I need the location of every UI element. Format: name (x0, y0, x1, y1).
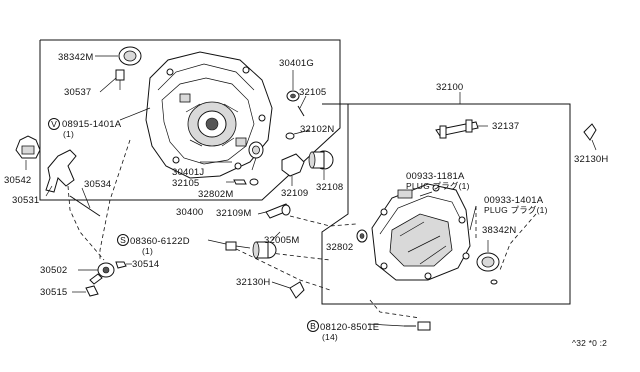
callout-s-icon: S (117, 234, 129, 246)
label-32130h-right: 32130H (574, 154, 608, 165)
label-32100: 32100 (436, 82, 463, 93)
sleeve-32109m (265, 203, 291, 219)
rod-30534 (69, 195, 101, 217)
svg-text:V: V (51, 119, 57, 129)
seal-30401g (286, 90, 300, 102)
label-30401g: 30401G (279, 58, 314, 69)
guide-32137 (435, 119, 479, 139)
pin-32105-top (297, 105, 305, 117)
sleeve-32109 (281, 153, 305, 186)
label-30400: 30400 (176, 207, 203, 218)
callout-v-icon: V (48, 118, 60, 130)
svg-text:S: S (120, 235, 126, 245)
label-30534: 30534 (84, 179, 111, 190)
bolt-30537 (115, 69, 125, 90)
bearing-38342n (476, 252, 500, 272)
label-08360: 08360-6122D (130, 236, 190, 247)
label-30401j: 30401J (172, 167, 204, 178)
label-00933-1401a: 00933-1401A (484, 195, 544, 206)
seal-32802m (248, 141, 264, 159)
label-00933-1401a-plug: PLUG プラグ(1) (484, 205, 548, 215)
pinion-32108 (308, 150, 334, 170)
callout-b-icon: B (307, 320, 319, 332)
label-30514: 30514 (132, 259, 159, 270)
lever-30502 (89, 262, 115, 285)
clip-30515 (85, 285, 99, 297)
label-30542: 30542 (4, 175, 31, 186)
label-32802: 32802 (326, 242, 353, 253)
label-00933-1181a: 00933-1181A (406, 171, 465, 182)
label-00933-1181a-plug: PLUG プラグ(1) (406, 181, 470, 191)
clip-30514 (115, 261, 127, 269)
diagram-code: ^32 *0 :2 (572, 338, 607, 348)
shift-lever-30542 (15, 135, 41, 159)
pin-32105-mid (233, 179, 247, 185)
label-32137: 32137 (492, 121, 519, 132)
label-32109: 32109 (281, 188, 308, 199)
label-30531: 30531 (12, 195, 39, 206)
label-08915: 08915-1401A (62, 119, 122, 130)
label-38342n: 38342N (482, 225, 516, 236)
seal-32102n (285, 132, 295, 140)
label-32105-top: 32105 (299, 87, 326, 98)
label-08360-qty: (1) (142, 246, 153, 256)
label-32102n: 32102N (300, 124, 334, 135)
bearing-32005m (252, 241, 277, 259)
label-08120-qty: (14) (322, 332, 338, 342)
clip-32130h-right (583, 123, 597, 141)
label-30515: 30515 (40, 287, 67, 298)
case-32100 (371, 183, 471, 281)
label-32130h-bottom: 32130H (236, 277, 270, 288)
bolt-08360 (225, 241, 251, 251)
label-32802m: 32802M (198, 189, 234, 200)
svg-text:B: B (310, 321, 316, 331)
frame-32100 (321, 103, 571, 305)
label-08915-qty: (1) (63, 129, 74, 139)
housing-30400 (145, 51, 273, 179)
label-32109m: 32109M (216, 208, 252, 219)
label-32105-mid: 32105 (172, 178, 199, 189)
label-32108: 32108 (316, 182, 343, 193)
bolt-08120 (404, 321, 431, 331)
label-38342m-top: 38342M (58, 52, 94, 63)
label-32005m: 32005M (264, 235, 300, 246)
bearing-38342m (118, 46, 142, 66)
clip-32130h-bottom (289, 281, 305, 299)
seal-32802 (356, 229, 368, 243)
label-08120: 08120-8501E (320, 322, 379, 333)
shift-fork-30531 (45, 149, 77, 193)
label-30502: 30502 (40, 265, 67, 276)
label-30537: 30537 (64, 87, 91, 98)
